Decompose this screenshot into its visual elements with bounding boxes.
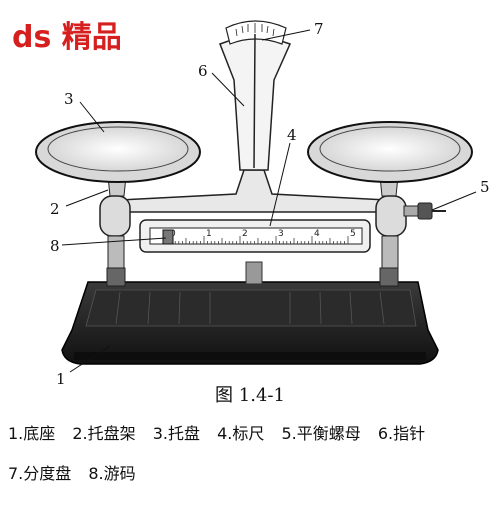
callout-1: 1 bbox=[56, 370, 66, 388]
left-pan bbox=[35, 121, 201, 183]
legend-item: 2.托盘架 bbox=[72, 424, 136, 443]
ruler-number: 3 bbox=[278, 229, 284, 239]
callout-7: 7 bbox=[314, 20, 324, 38]
callout-6: 6 bbox=[198, 62, 208, 80]
legend-row-1: 1.底座 2.托盘架 3.托盘 4.标尺 5.平衡螺母 6.指针 bbox=[8, 420, 496, 444]
right-pan bbox=[307, 121, 473, 183]
legend-item: 1.底座 bbox=[8, 424, 56, 443]
callout-3: 3 bbox=[64, 90, 74, 108]
legend-item: 7.分度盘 bbox=[8, 464, 72, 483]
legend-item: 4.标尺 bbox=[217, 424, 265, 443]
legend-row-2: 7.分度盘 8.游码 bbox=[8, 460, 496, 484]
legend-item: 3.托盘 bbox=[152, 424, 201, 443]
callout-2: 2 bbox=[50, 200, 60, 218]
rider[interactable] bbox=[162, 229, 174, 245]
ruler-bar: 012345 bbox=[139, 219, 371, 253]
legend-item: 6.指针 bbox=[377, 424, 426, 443]
callout-4: 4 bbox=[287, 126, 297, 144]
ruler-number: 1 bbox=[206, 229, 212, 239]
base bbox=[61, 281, 439, 365]
watermark: ds 精品 bbox=[12, 20, 122, 55]
ruler-number: 5 bbox=[350, 229, 356, 239]
ruler-number: 2 bbox=[242, 229, 248, 239]
ruler-number: 4 bbox=[314, 229, 320, 239]
callout-5: 5 bbox=[480, 178, 490, 196]
legend-item: 5.平衡螺母 bbox=[281, 424, 361, 443]
callout-8: 8 bbox=[50, 237, 60, 255]
figure-title: 图 1.4-1 bbox=[215, 385, 285, 406]
legend-item: 8.游码 bbox=[88, 464, 136, 483]
